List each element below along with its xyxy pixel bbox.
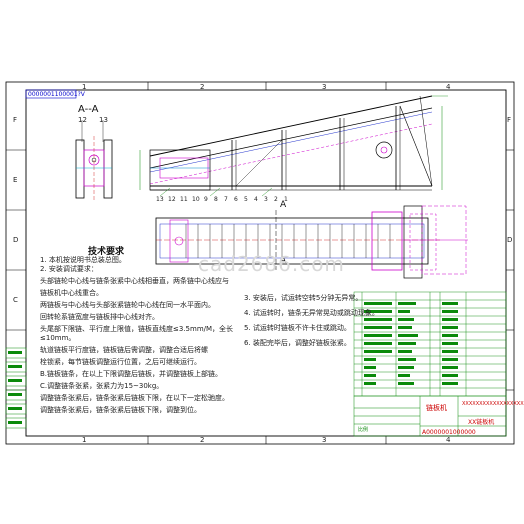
title-material: XX链板机: [468, 419, 495, 426]
cut-mark-a-bottom: A: [280, 256, 287, 266]
binding-strip: [5, 347, 27, 429]
tech-right-item-5: 5. 试运转时链板不许卡住或跳动。: [244, 324, 351, 332]
tech-item-10: 栓锁紧，每节链板调整运行位置，之后可继续运行。: [40, 358, 201, 366]
top-code-box: [25, 89, 77, 99]
tech-item-12: C.调整链条张紧，张紧力为15~30kg。: [40, 382, 164, 390]
tech-item-9: 轨道链板平行度链，链板链后需调整，调整合适后将螺: [40, 346, 208, 354]
part-number-1: 1: [284, 196, 288, 203]
part-number-9: 9: [204, 196, 208, 203]
plan-view: [155, 205, 468, 279]
grid-number-bottom-4: 4: [446, 436, 451, 444]
top-code: 0000001100001?V: [28, 91, 85, 98]
tech-item-2: 2. 安装调试要求：: [40, 265, 98, 273]
parts-list-entries: [364, 302, 458, 385]
title-block: [353, 395, 507, 437]
tech-item-14: 调整链条张紧后，链条张紧后链板下限，调整到位。: [40, 406, 201, 414]
tech-item-3: 头部链轮中心线与链条张紧中心线相垂直，两条链中心线应与: [40, 277, 229, 285]
tech-item-5: 两链板与中心线与头部张紧链轮中心线在同一水平面内。: [40, 301, 215, 309]
grid-number-top-1: 1: [82, 83, 87, 91]
title-company: XXXXXXXXXXXXXXXXXXX: [462, 401, 524, 407]
part-number-8: 8: [214, 196, 218, 203]
section-label: A--A: [78, 104, 99, 115]
grid-number-bottom-2: 2: [200, 436, 205, 444]
title-drawing-no: A0000001000000: [422, 429, 476, 436]
tech-item-11: B.链板链条，在以上下限调整后链板，并调整链板上部链。: [40, 370, 223, 378]
grid-number-bottom-1: 1: [82, 436, 87, 444]
tech-requirements-list: 1. 本机按说明书总装总图。 2. 安装调试要求： 头部链轮中心线与链条张紧中心…: [40, 256, 233, 415]
grid-number-top-2: 2: [200, 83, 205, 91]
title-drawing-name: 链板机: [426, 404, 447, 412]
grid-letter-1: F: [13, 116, 18, 124]
tech-item-8: ≤10mm。: [40, 334, 76, 342]
cut-mark-a-top: A: [280, 200, 287, 210]
tech-item-1: 1. 本机按说明书总装总图。: [40, 256, 126, 264]
binding-strip-fills: [8, 351, 22, 424]
part-number-4: 4: [254, 196, 258, 203]
title-scale: 比例: [358, 427, 369, 433]
tech-requirements-right: 3. 安装后，试运转空转5分钟无异常。 4. 试运转时，链条无异常晃动或跳动现象…: [244, 294, 379, 348]
grid-letter-3: D: [13, 236, 19, 244]
section-leader-13: 13: [99, 116, 108, 124]
grid-letter-5: F: [507, 116, 512, 124]
tech-item-13: 调整链条张紧后，链条张紧后链板下限，在以下一定松驰度。: [40, 394, 229, 402]
tech-right-item-6: 6. 装配完毕后，调整好链板张紧。: [244, 339, 351, 347]
tech-right-item-3: 3. 安装后，试运转空转5分钟无异常。: [244, 294, 363, 302]
grid-letter-2: E: [13, 176, 18, 184]
part-number-3: 3: [264, 196, 268, 203]
part-number-2: 2: [274, 196, 278, 203]
grid-letter-4: C: [13, 296, 18, 304]
section-leader-12: 12: [78, 116, 87, 124]
watermark: cad2686.com: [198, 252, 345, 276]
tech-item-4: 链板机中心线重合。: [40, 289, 103, 297]
tech-right-item-4: 4. 试运转时，链条无异常晃动或跳动现象。: [244, 309, 379, 317]
parts-list-table: [353, 291, 507, 397]
part-number-6: 6: [234, 196, 238, 203]
grid-number-top-3: 3: [322, 83, 327, 91]
tech-item-7: 头尾部下限链、平行度上限值，链板直线度≤3.5mm/M，全长: [40, 325, 234, 333]
part-number-12: 12: [168, 196, 176, 203]
section-a-a-view: [75, 120, 113, 200]
tech-item-6: 回转轮系链宽度与链板排中心线对齐。: [40, 313, 159, 321]
grid-number-bottom-3: 3: [322, 436, 327, 444]
grid-letter-6: D: [507, 236, 513, 244]
part-number-5: 5: [244, 196, 248, 203]
part-number-10: 10: [192, 196, 200, 203]
grid-number-top-4: 4: [446, 83, 451, 91]
part-number-11: 11: [180, 196, 188, 203]
part-number-13: 13: [156, 196, 164, 203]
outer-frame: [5, 81, 515, 445]
tech-requirements-title: 技术要求: [88, 247, 125, 257]
side-view: [139, 95, 448, 197]
part-number-7: 7: [224, 196, 228, 203]
